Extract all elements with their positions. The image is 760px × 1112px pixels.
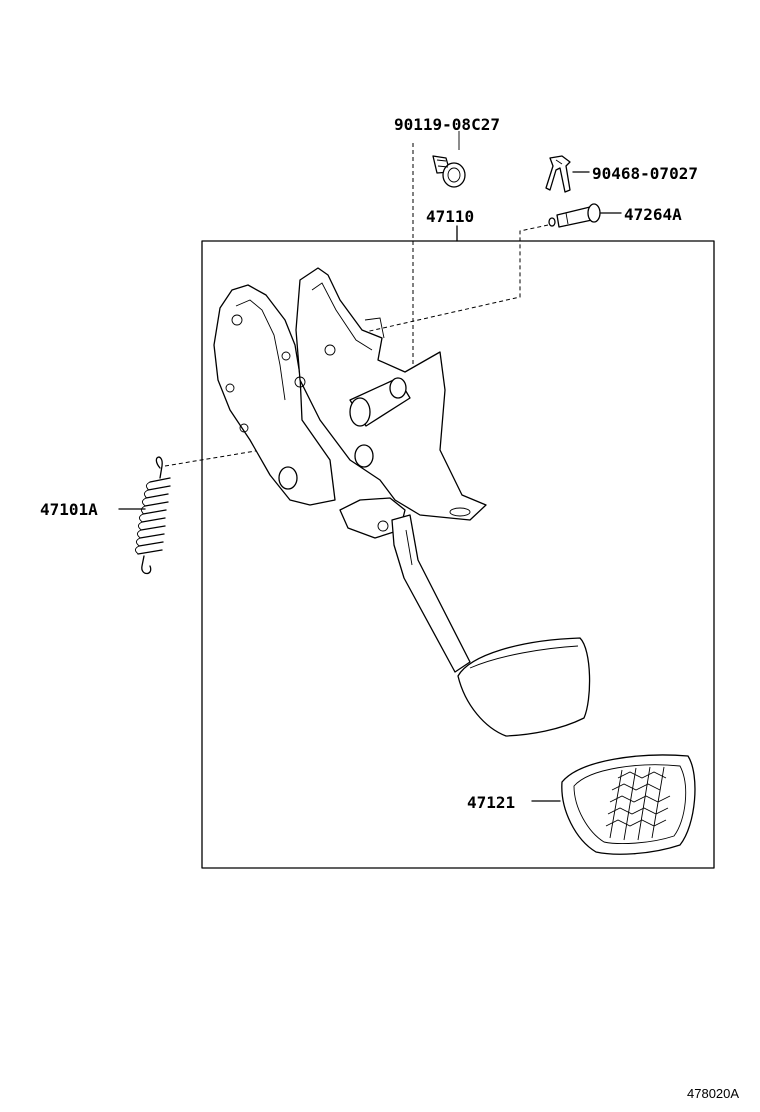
label-pedal-pad: 47121: [467, 793, 515, 812]
pin-part: [548, 203, 601, 228]
label-bolt: 90119-08C27: [394, 115, 500, 134]
pedal-pad-part: [561, 754, 696, 855]
bolt-part: [432, 155, 466, 188]
assembly-frame: [201, 225, 715, 869]
pedal-assembly-part: [213, 267, 591, 737]
leader-lines: [118, 131, 622, 802]
label-pedal-assembly: 47110: [426, 207, 474, 226]
label-spring: 47101A: [40, 500, 98, 519]
clip-part: [545, 155, 571, 193]
pad-tread-pattern: [605, 766, 671, 841]
label-pin: 47264A: [624, 205, 682, 224]
diagram-reference-code: 478020A: [687, 1086, 739, 1101]
label-clip: 90468-07027: [592, 164, 698, 183]
spring-part: [134, 456, 171, 575]
